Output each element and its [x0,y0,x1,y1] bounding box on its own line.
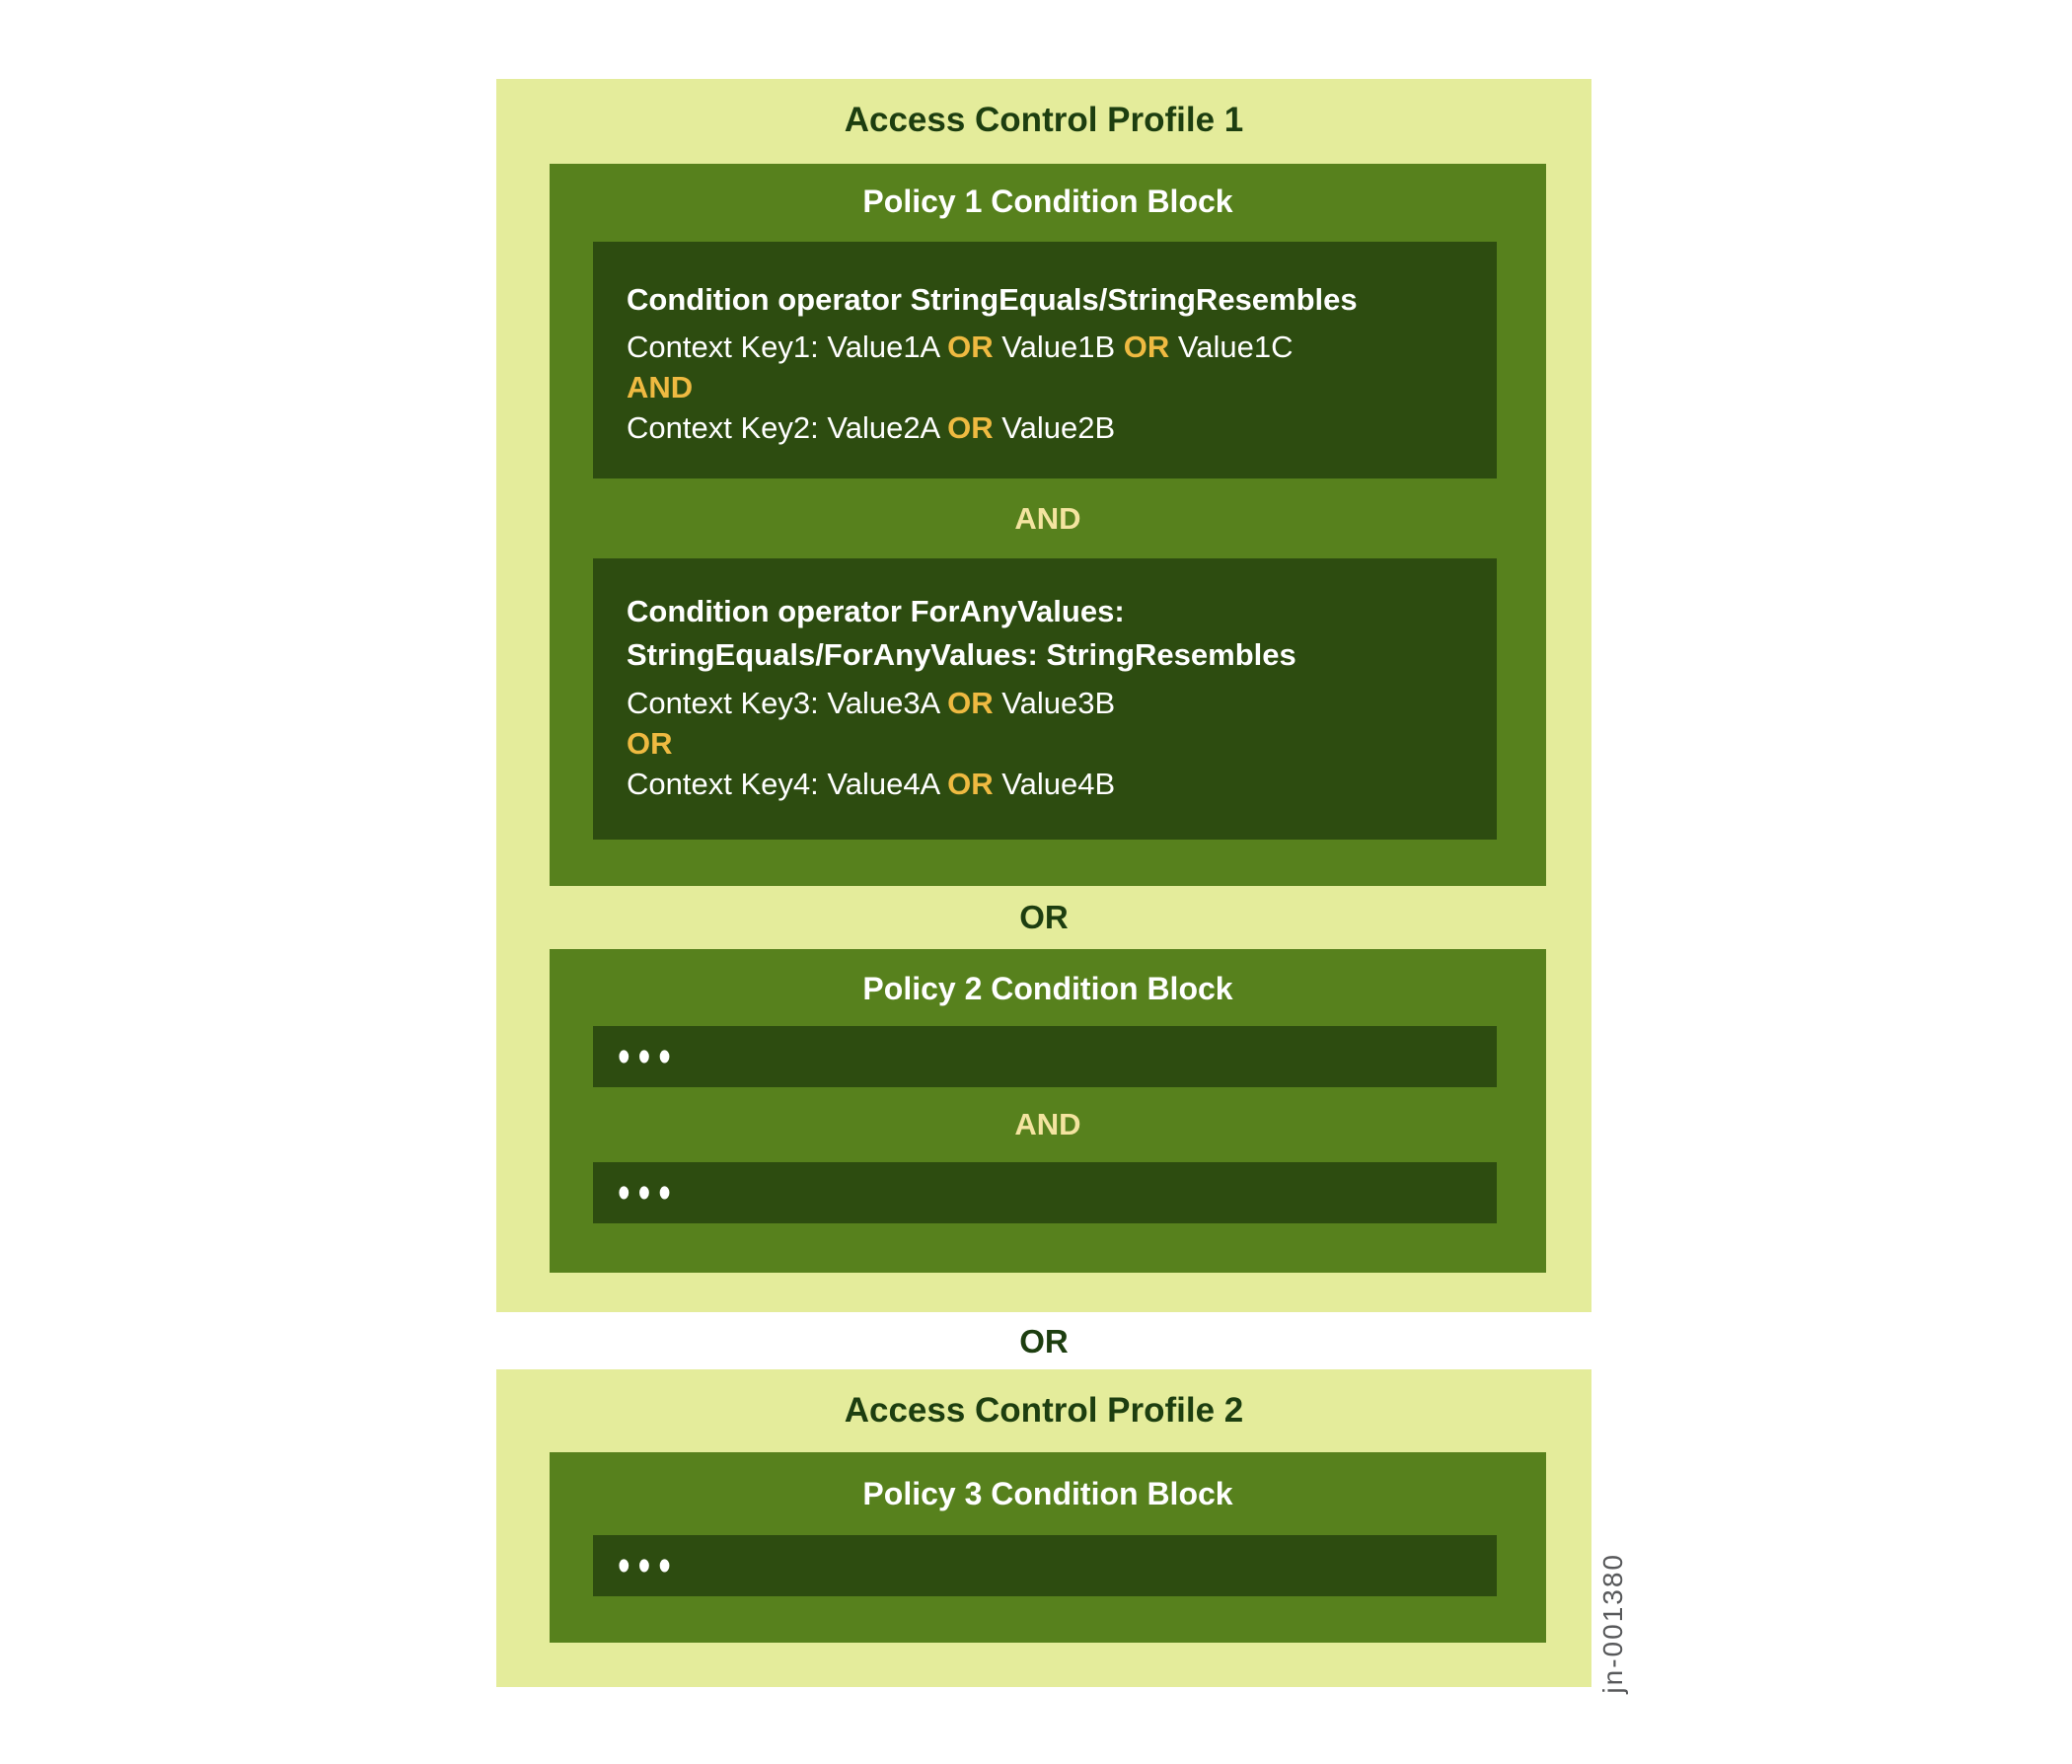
access-control-profile-2-box: Access Control Profile 2 Policy 3 Condit… [496,1369,1591,1687]
policy-2-condition-block: Policy 2 Condition Block ••• AND ••• [550,949,1546,1273]
policy-3-condition-block: Policy 3 Condition Block ••• [550,1452,1546,1643]
access-control-profile-1-box: Access Control Profile 1 Policy 1 Condit… [496,79,1591,1312]
condition-block-1: Condition operator StringEquals/StringRe… [593,242,1497,478]
condition-bar-1: ••• [593,1026,1497,1087]
profile-2-title: Access Control Profile 2 [844,1391,1244,1430]
ellipsis-dots: ••• [618,1537,679,1592]
ellipsis-dots: ••• [618,1164,679,1219]
condition-1-and-operator-line: AND [627,370,694,404]
condition-block-2: Condition operator ForAnyValues: StringE… [593,558,1497,840]
condition-1-heading: Condition operator StringEquals/StringRe… [627,282,1358,317]
condition-2-or-operator-line: OR [627,726,673,761]
policy-3-title: Policy 3 Condition Block [862,1476,1233,1511]
and-connector-policy-1: AND [1014,501,1081,536]
condition-1-line-2: Context Key2: Value2A OR Value2B [627,410,1116,445]
condition-2-line-1: Context Key3: Value3A OR Value3B [627,686,1116,720]
condition-2-heading: Condition operator ForAnyValues: StringE… [627,594,1296,672]
policy-2-title: Policy 2 Condition Block [862,971,1233,1006]
policy-1-title: Policy 1 Condition Block [862,184,1233,219]
policy-1-condition-block: Policy 1 Condition Block Condition opera… [550,164,1546,886]
condition-bar-3: ••• [593,1535,1497,1596]
condition-1-line-1: Context Key1: Value1A OR Value1B OR Valu… [627,330,1294,364]
condition-2-line-2: Context Key4: Value4A OR Value4B [627,767,1116,801]
or-connector-between-policies: OR [1019,899,1069,935]
ellipsis-dots: ••• [618,1028,679,1083]
or-connector-between-profiles: OR [1019,1323,1069,1360]
figure-id-watermark: jn-001380 [1591,1551,1636,1694]
and-connector-policy-2: AND [1014,1107,1081,1141]
condition-bar-2: ••• [593,1162,1497,1223]
profile-1-title: Access Control Profile 1 [844,101,1244,139]
figure-id-text: jn-001380 [1597,1553,1628,1694]
